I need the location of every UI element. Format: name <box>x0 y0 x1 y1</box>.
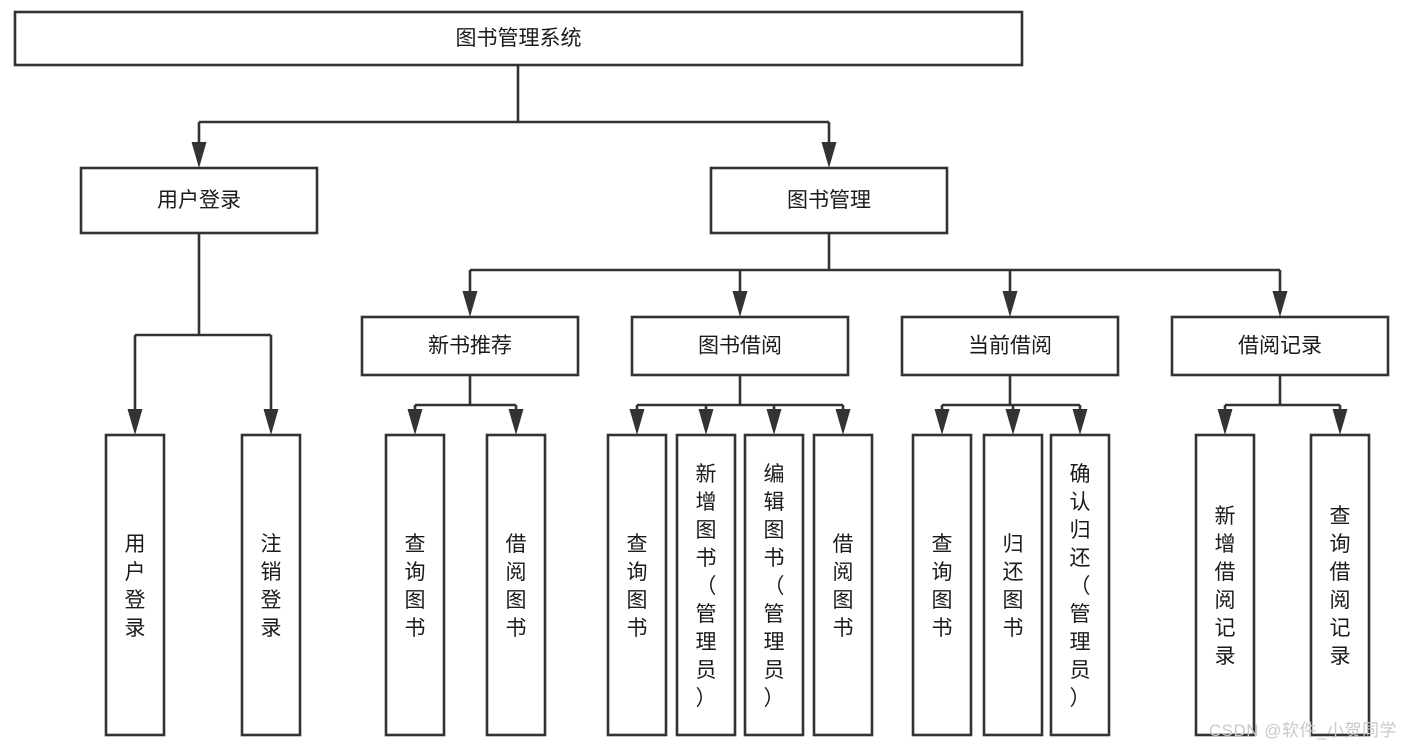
node-label-leaf-query-borrow-record: 查询借阅记录 <box>1330 505 1351 668</box>
node-label-borrow-record: 借阅记录 <box>1238 335 1322 358</box>
leaf-arrow-9-head <box>1217 409 1233 435</box>
leaf-arrow-1-head <box>508 409 524 435</box>
node-box-leaf-edit-book-admin <box>743 433 805 737</box>
node-box-borrow-record <box>1170 315 1390 377</box>
node-label-leaf-query-book-borrow: 查询图书 <box>627 533 648 640</box>
node-label-current-borrow: 当前借阅 <box>968 335 1052 358</box>
node-leaf-edit-book-admin[interactable]: 编辑图书（管理员） <box>743 433 805 737</box>
node-new-book-recommend[interactable]: 新书推荐 <box>360 315 580 377</box>
node-label-book-management: 图书管理 <box>787 189 871 212</box>
node-box-leaf-query-borrow-record <box>1309 433 1371 737</box>
node-leaf-add-book-admin[interactable]: 新增图书（管理员） <box>675 433 737 737</box>
node-label-leaf-confirm-return-admin: 确认归还（管理员） <box>1070 463 1091 710</box>
node-box-leaf-return-book <box>982 433 1044 737</box>
node-box-leaf-borrow-book <box>812 433 874 737</box>
node-label-root: 图书管理系统 <box>456 27 582 50</box>
node-box-leaf-add-book-admin <box>675 433 737 737</box>
node-label-leaf-query-book-current: 查询图书 <box>932 533 953 640</box>
node-box-leaf-logout-login <box>240 433 302 737</box>
node-label-leaf-edit-book-admin: 编辑图书（管理员） <box>764 463 785 710</box>
node-label-leaf-add-book-admin: 新增图书（管理员） <box>696 463 717 710</box>
node-label-book-borrow: 图书借阅 <box>698 335 782 358</box>
node-leaf-return-book[interactable]: 归还图书 <box>982 433 1044 737</box>
node-leaf-query-book-recommend[interactable]: 查询图书 <box>384 433 446 737</box>
root-arrow-1-head <box>821 142 837 168</box>
node-root[interactable]: 图书管理系统 <box>13 10 1024 67</box>
node-user-login[interactable]: 用户登录 <box>79 166 319 235</box>
node-leaf-user-login[interactable]: 用户登录 <box>104 433 166 737</box>
node-box-user-login <box>79 166 319 235</box>
node-current-borrow[interactable]: 当前借阅 <box>900 315 1120 377</box>
leaf-arrow-10-head <box>1332 409 1348 435</box>
node-label-leaf-add-borrow-record: 新增借阅记录 <box>1215 505 1236 668</box>
leaf-arrow-5-head <box>835 409 851 435</box>
node-leaf-query-book-current[interactable]: 查询图书 <box>911 433 973 737</box>
leaf-arrow-2-head <box>629 409 645 435</box>
root-arrow-0-head <box>191 142 207 168</box>
node-box-current-borrow <box>900 315 1120 377</box>
node-label-leaf-return-book: 归还图书 <box>1003 533 1024 640</box>
watermark-label: CSDN @软件_小贺同学 <box>1208 721 1397 740</box>
node-label-leaf-user-login: 用户登录 <box>125 533 146 640</box>
node-box-book-management <box>709 166 949 235</box>
node-box-leaf-borrow-book-recommend <box>485 433 547 737</box>
node-box-leaf-query-book-recommend <box>384 433 446 737</box>
book-mgmt-arrow-3-head <box>1272 291 1288 317</box>
leaf-arrow-4-head <box>766 409 782 435</box>
node-box-leaf-user-login <box>104 433 166 737</box>
node-label-leaf-logout-login: 注销登录 <box>261 533 282 640</box>
node-leaf-add-borrow-record[interactable]: 新增借阅记录 <box>1194 433 1256 737</box>
node-label-user-login: 用户登录 <box>157 189 241 212</box>
book-mgmt-arrow-0-head <box>462 291 478 317</box>
node-book-management[interactable]: 图书管理 <box>709 166 949 235</box>
book-mgmt-arrow-1-head <box>732 291 748 317</box>
user-login-arrow-1-head <box>263 409 279 435</box>
node-box-leaf-add-borrow-record <box>1194 433 1256 737</box>
node-leaf-logout-login[interactable]: 注销登录 <box>240 433 302 737</box>
node-book-borrow[interactable]: 图书借阅 <box>630 315 850 377</box>
node-leaf-query-borrow-record[interactable]: 查询借阅记录 <box>1309 433 1371 737</box>
node-box-root <box>13 10 1024 67</box>
node-box-leaf-confirm-return-admin <box>1049 433 1111 737</box>
node-box-leaf-query-book-current <box>911 433 973 737</box>
leaf-arrow-3-head <box>698 409 714 435</box>
book-mgmt-arrow-2-head <box>1002 291 1018 317</box>
node-leaf-borrow-book-recommend[interactable]: 借阅图书 <box>485 433 547 737</box>
node-borrow-record[interactable]: 借阅记录 <box>1170 315 1390 377</box>
node-box-book-borrow <box>630 315 850 377</box>
leaf-arrow-8-head <box>1072 409 1088 435</box>
leaf-arrow-0-head <box>407 409 423 435</box>
node-box-new-book-recommend <box>360 315 580 377</box>
node-leaf-borrow-book[interactable]: 借阅图书 <box>812 433 874 737</box>
node-label-leaf-query-book-recommend: 查询图书 <box>405 533 426 640</box>
node-leaf-query-book-borrow[interactable]: 查询图书 <box>606 433 668 737</box>
node-leaf-confirm-return-admin[interactable]: 确认归还（管理员） <box>1049 433 1111 737</box>
node-label-leaf-borrow-book-recommend: 借阅图书 <box>506 533 527 640</box>
user-login-arrow-0-head <box>127 409 143 435</box>
leaf-arrow-6-head <box>934 409 950 435</box>
leaf-arrow-7-head <box>1005 409 1021 435</box>
node-box-leaf-query-book-borrow <box>606 433 668 737</box>
node-label-leaf-borrow-book: 借阅图书 <box>833 533 854 640</box>
node-label-new-book-recommend: 新书推荐 <box>428 335 512 358</box>
